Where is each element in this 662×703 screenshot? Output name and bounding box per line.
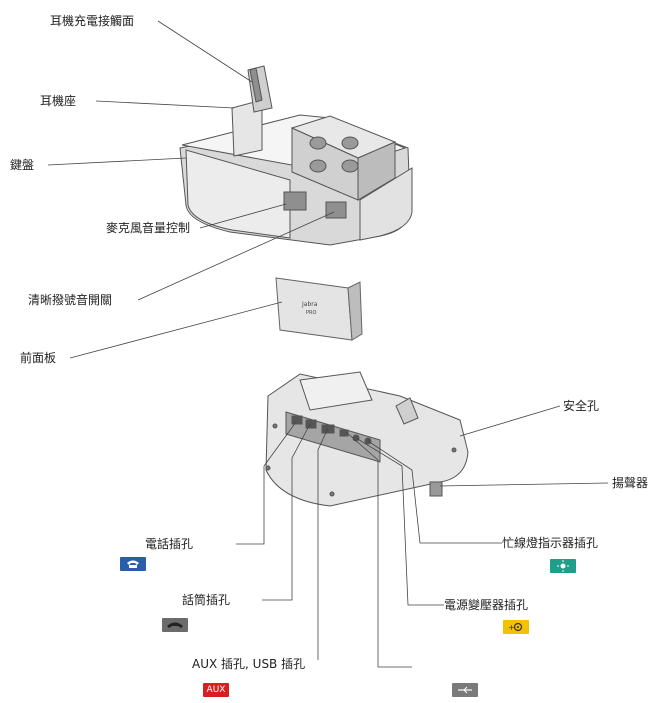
port-aux: [321, 424, 335, 434]
clear-dial-switch: [325, 201, 347, 219]
label-adjuster: 揚聲器: [612, 476, 649, 490]
phone-icon: [120, 557, 146, 571]
aux-badge: AUX: [203, 683, 229, 697]
base-top-view: [179, 65, 413, 246]
label-busy-light-jack: 忙線燈指示器插孔: [502, 536, 599, 550]
label-aux-usb-jack: AUX 插孔, USB 插孔: [192, 657, 306, 671]
leader-lines: [47, 20, 609, 668]
light-icon: [550, 559, 576, 573]
port-usb: [339, 429, 349, 437]
label-handset-jack: 話筒插孔: [182, 593, 231, 607]
usb-icon: [452, 683, 478, 697]
label-headset-cradle: 耳機座: [40, 94, 77, 108]
label-keypad: 鍵盤: [10, 158, 35, 172]
label-phone-jack: 電話插孔: [145, 537, 194, 551]
label-front-panel: 前面板: [20, 351, 57, 365]
base-rear-view: [265, 371, 469, 507]
key-button: [341, 159, 359, 173]
key-button: [309, 159, 327, 173]
mic-volume-control: [283, 191, 307, 211]
port-handset: [305, 419, 317, 429]
svg-text:+: +: [508, 623, 515, 632]
label-clear-dial-tone-switch: 清晰撥號音開關: [28, 293, 113, 307]
key-button: [309, 136, 327, 150]
front-panel-model: PRO: [306, 310, 316, 316]
power-icon: +: [503, 620, 529, 634]
label-headset-charging-contacts: 耳機充電接觸面: [50, 14, 135, 28]
front-panel-illustration: Jabra PRO: [275, 277, 363, 341]
key-button: [341, 136, 359, 150]
port-phone: [291, 415, 303, 425]
handset-icon: [162, 618, 188, 632]
headset-cradle: [231, 99, 263, 157]
adjuster-switch: [429, 481, 443, 497]
label-security-slot: 安全孔: [563, 399, 600, 413]
label-power-adapter-jack: 電源變壓器插孔: [444, 598, 529, 612]
front-panel-brand: Jabra: [301, 301, 318, 308]
label-mic-volume-control: 麥克風音量控制: [106, 221, 191, 235]
